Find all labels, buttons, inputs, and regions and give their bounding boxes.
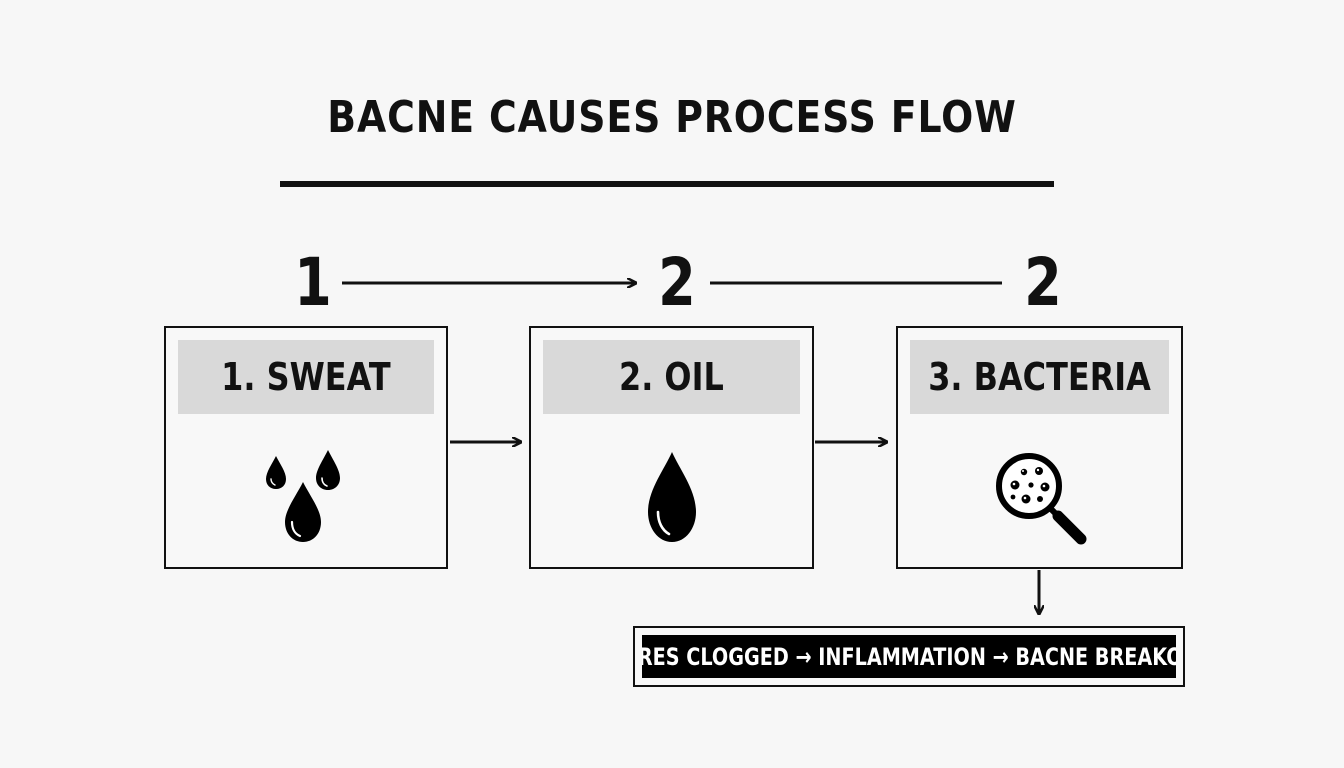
sweat-drops-icon: [266, 449, 340, 542]
step-box-bacteria: 3. BACTERIA: [896, 326, 1183, 569]
outcome-banner: PORES CLOGGED → INFLAMMATION → BACNE BRE…: [642, 635, 1176, 678]
step-label-bacteria: 3. BACTERIA: [928, 355, 1151, 399]
step-label-sweat: 1. SWEAT: [221, 355, 391, 399]
step-label-oil: 2. OIL: [619, 355, 724, 399]
step-box-sweat: 1. SWEAT: [164, 326, 448, 569]
step-header-sweat: 1. SWEAT: [178, 340, 434, 414]
step-number-1: 1: [294, 244, 332, 321]
oil-drop-icon: [647, 451, 696, 542]
step-box-oil: 2. OIL: [529, 326, 814, 569]
outcome-box: PORES CLOGGED → INFLAMMATION → BACNE BRE…: [633, 626, 1185, 687]
title-underline: [280, 181, 1054, 187]
step-number-3: 2: [1024, 244, 1062, 321]
page-title: BACNE CAUSES PROCESS FLOW: [327, 92, 1017, 143]
outcome-text: PORES CLOGGED → INFLAMMATION → BACNE BRE…: [642, 642, 1176, 671]
step-number-2: 2: [658, 244, 696, 321]
magnifier-bacteria-icon: [995, 452, 1086, 544]
step-header-bacteria: 3. BACTERIA: [910, 340, 1169, 414]
step-header-oil: 2. OIL: [543, 340, 800, 414]
